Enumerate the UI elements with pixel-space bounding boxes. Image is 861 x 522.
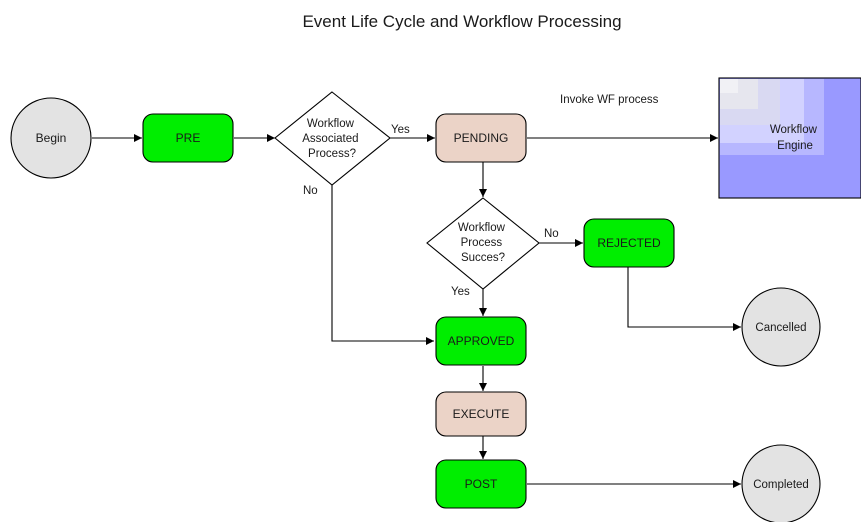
execute-node: EXECUTE <box>435 391 527 437</box>
pre-node: PRE <box>142 113 234 163</box>
decision-workflow-associated: Workflow Associated Process? <box>274 91 391 186</box>
approved-label: APPROVED <box>448 334 515 348</box>
decision-workflow-success: Workflow Process Succes? <box>426 197 540 290</box>
pending-label: PENDING <box>454 131 509 145</box>
edge-label-decision1-no: No <box>303 185 318 197</box>
begin-label: Begin <box>36 131 67 145</box>
rejected-label: REJECTED <box>597 236 661 250</box>
pre-label: PRE <box>176 131 201 145</box>
completed-node: Completed <box>741 444 821 522</box>
rejected-node: REJECTED <box>583 218 675 268</box>
post-node: POST <box>435 459 527 509</box>
workflow-engine-node: Workflow Engine <box>718 77 861 199</box>
pending-node: PENDING <box>435 113 527 163</box>
begin-node: Begin <box>10 97 92 179</box>
decision1-label: Workflow Associated Process? <box>302 118 361 160</box>
decision2-label: Workflow Process Succes? <box>458 222 508 264</box>
cancelled-label: Cancelled <box>755 322 806 334</box>
workflow-engine-label: Workflow Engine <box>770 124 820 152</box>
edges <box>92 134 741 488</box>
edge-label-invoke-wf: Invoke WF process <box>560 94 659 106</box>
edge-decision1-to-approved <box>331 185 434 345</box>
completed-label: Completed <box>753 479 809 491</box>
approved-node: APPROVED <box>435 316 527 366</box>
post-label: POST <box>465 477 498 491</box>
execute-label: EXECUTE <box>453 407 510 421</box>
edge-label-decision2-yes: Yes <box>451 286 470 298</box>
edge-label-decision1-yes: Yes <box>391 124 410 136</box>
edge-label-decision2-no: No <box>544 228 559 240</box>
cancelled-node: Cancelled <box>741 287 821 367</box>
edge-rejected-to-cancelled <box>627 267 741 331</box>
diagram-title: Event Life Cycle and Workflow Processing <box>302 12 621 31</box>
